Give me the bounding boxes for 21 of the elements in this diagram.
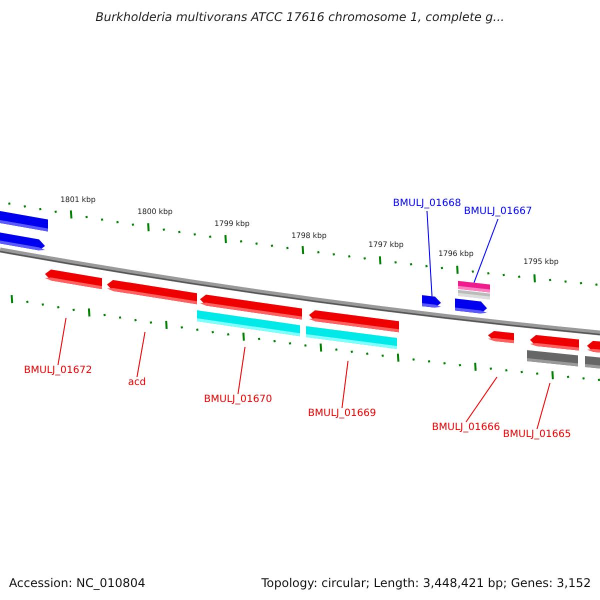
gene-label: BMULJ_01667 [464, 206, 532, 218]
gene-label: BMULJ_01665 [502, 429, 572, 441]
leader-line [474, 218, 498, 284]
leader-line [536, 382, 550, 430]
leader-line [136, 332, 146, 378]
leader-line [466, 376, 498, 422]
gene-arrow [458, 280, 490, 293]
title: Burkholderia multivorans ATCC 17616 chromosome 1, complete g... [94, 10, 506, 24]
gene-label: BMULJ_01669 [308, 408, 376, 420]
gene-label: BMULJ_01672 [24, 365, 92, 377]
leader-line [426, 210, 432, 297]
leader-line [58, 318, 66, 366]
gene-label: acd [128, 377, 146, 389]
leader-line [238, 346, 246, 394]
gene-label: BMULJ_01670 [204, 394, 272, 406]
footer-text: Accession: NC_010804 [9, 576, 146, 590]
footer-text: Topology: circular; Length: 3,448,421 bp; Genes: 3,152 [261, 576, 591, 590]
leader-line [342, 360, 348, 408]
gene-label: BMULJ_01668 [392, 198, 462, 210]
gene-label: BMULJ_01666 [432, 422, 500, 434]
gene-arrow [422, 295, 441, 308]
